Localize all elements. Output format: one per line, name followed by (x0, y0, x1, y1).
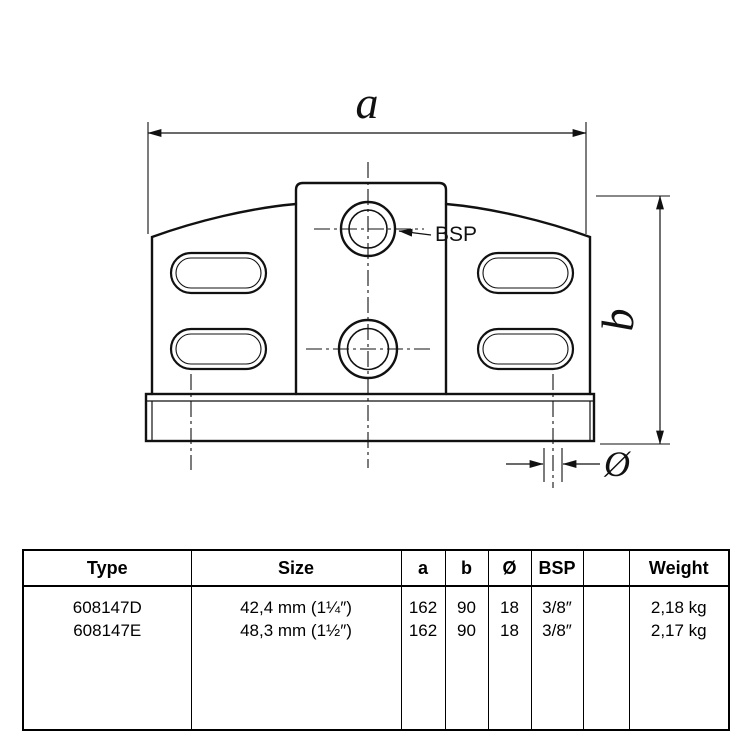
col-header-spacer (582, 550, 629, 587)
cell-weight: 2,17 kg (628, 619, 729, 642)
cell-bsp: 3/8″ (530, 619, 583, 642)
slot-top-left (169, 251, 268, 295)
table-header-row: Type Size a b Ø BSP Weight (23, 550, 729, 587)
spec-table: Type Size a b Ø BSP Weight 608147D 42,4 … (22, 549, 730, 731)
col-header-type: Type (23, 550, 191, 587)
cell-a: 162 (400, 586, 445, 619)
bsp-label: BSP (435, 223, 477, 246)
slot-bottom-right (476, 327, 575, 371)
cell-size: 42,4 mm (1¼″) (190, 586, 401, 619)
part-outline (144, 181, 596, 443)
col-header-size: Size (190, 550, 401, 587)
cell-type: 608147E (73, 620, 142, 640)
cell-diameter: 18 (487, 619, 531, 642)
col-header-b: b (444, 550, 488, 587)
table-filler-row (23, 642, 729, 730)
cell-type: 608147D (72, 597, 142, 617)
bsp-callout: BSP (398, 223, 477, 246)
cell-bsp: 3/8″ (530, 586, 583, 619)
dimension-a: a (147, 77, 587, 234)
cell-spacer (582, 586, 629, 619)
col-header-a: a (400, 550, 445, 587)
base-detail-lines (146, 400, 594, 441)
table-row: 608147E 48,3 mm (1½″) 162 90 18 3/8″ 2,1… (23, 619, 729, 642)
bsp-hole-bottom (337, 318, 399, 380)
slot-top-right (476, 251, 575, 295)
dimension-diameter: Ø (506, 444, 632, 484)
threaded-holes (337, 200, 399, 380)
cell-b: 90 (444, 586, 488, 619)
col-header-bsp: BSP (530, 550, 583, 587)
technical-drawing: a b BSP Ø (144, 77, 670, 488)
cell-a: 162 (400, 619, 445, 642)
diameter-label: Ø (603, 444, 632, 484)
cell-weight: 2,18 kg (628, 586, 729, 619)
slotted-holes (169, 251, 575, 371)
cell-diameter: 18 (487, 586, 531, 619)
slot-bottom-left (169, 327, 268, 371)
dim-a-label: a (356, 77, 379, 128)
bsp-hole-top (339, 200, 397, 258)
cell-b: 90 (444, 619, 488, 642)
cell-spacer (582, 619, 629, 642)
dim-b-label: b (592, 309, 643, 332)
col-header-diameter: Ø (487, 550, 531, 587)
cell-size: 48,3 mm (1½″) (190, 619, 401, 642)
dimension-b: b (592, 195, 670, 445)
col-header-weight: Weight (628, 550, 729, 587)
table-row: 608147D 42,4 mm (1¼″) 162 90 18 3/8″ 2,1… (23, 586, 729, 619)
